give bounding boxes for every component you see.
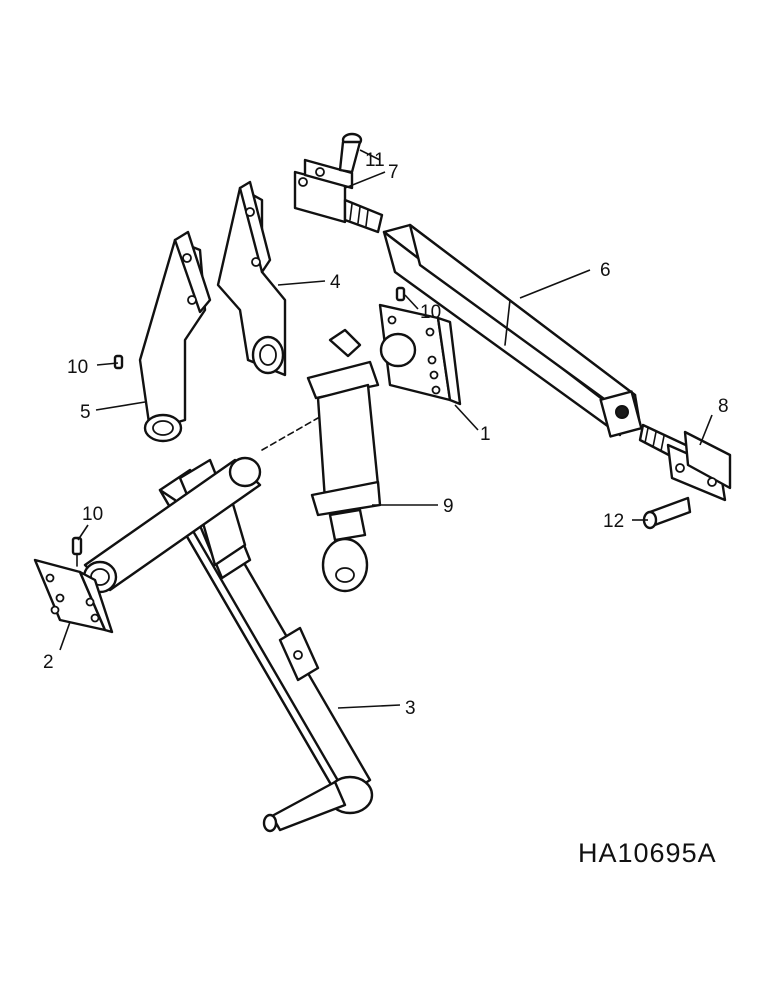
part-6-tube (382, 223, 643, 438)
callout-10-part2: 10 (82, 504, 103, 525)
part-7-clevis (293, 158, 384, 234)
callout-9: 9 (443, 496, 454, 517)
part-11-pin (338, 132, 363, 174)
callout-4: 4 (330, 272, 341, 293)
part-5-bracket (138, 230, 212, 443)
part-2-plate (33, 558, 114, 634)
grease-fitting-10c (395, 286, 406, 302)
part-4-bracket (216, 180, 287, 377)
part-9-cylinder (306, 328, 382, 593)
callout-1: 1 (480, 424, 491, 445)
callout-3: 3 (405, 698, 416, 719)
callout-11: 11 (365, 150, 385, 171)
callout-5: 5 (80, 402, 91, 423)
callout-8: 8 (718, 396, 729, 417)
callout-12: 12 (603, 511, 624, 532)
callout-6: 6 (600, 260, 611, 281)
part-3-arm (82, 456, 374, 833)
leader-lines (59, 149, 713, 709)
grease-fitting-10b (113, 354, 124, 370)
part-8-clevis (638, 423, 732, 502)
callout-10-part1: 10 (420, 302, 441, 323)
part-1-plate (378, 303, 462, 406)
callout-2: 2 (43, 652, 54, 673)
callout-10-part5: 10 (67, 357, 88, 378)
drawing-id: HA10695A (578, 838, 717, 868)
grease-fitting-10a (71, 536, 83, 567)
part-12-pin (642, 496, 692, 530)
callout-7: 7 (388, 162, 399, 183)
